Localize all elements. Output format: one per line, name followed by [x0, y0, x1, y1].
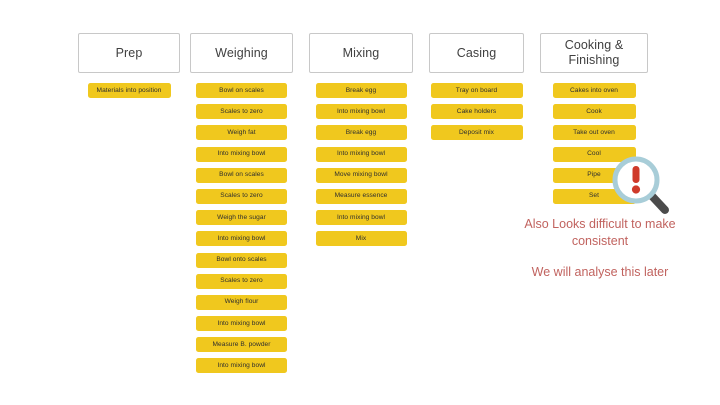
process-card[interactable]: Scales to zero — [196, 273, 287, 289]
process-card[interactable]: Weigh flour — [196, 294, 287, 310]
column-header-label: Casing — [456, 45, 497, 60]
process-card[interactable]: Scales to zero — [196, 188, 287, 204]
process-card[interactable]: Set — [552, 188, 636, 204]
column-header-label: Cooking & Finishing — [565, 38, 624, 68]
process-card[interactable]: Into mixing bowl — [315, 104, 407, 120]
column-prep: Prep Materials into position — [78, 33, 180, 98]
process-card[interactable]: Mix — [315, 231, 407, 247]
magnifier-alert-icon — [611, 155, 673, 217]
column-header-casing: Casing — [429, 33, 524, 73]
process-card[interactable]: Bowl on scales — [196, 83, 287, 98]
column-header-line-1: Cooking & — [564, 38, 624, 52]
process-card[interactable]: Move mixing bowl — [315, 167, 407, 183]
column-weighing: Weighing Bowl on scales Scales to zero W… — [190, 33, 293, 374]
process-card[interactable]: Scales to zero — [196, 104, 287, 120]
process-card[interactable]: Bowl onto scales — [196, 252, 287, 268]
process-card[interactable]: Into mixing bowl — [196, 146, 287, 162]
process-card[interactable]: Weigh the sugar — [196, 210, 287, 226]
column-cooking-finishing: Cooking & Finishing Cakes into oven Cook… — [540, 33, 648, 204]
column-casing: Casing Tray on board Cake holders Deposi… — [429, 33, 524, 141]
process-card[interactable]: Measure essence — [315, 188, 407, 204]
column-header-cooking-finishing: Cooking & Finishing — [540, 33, 648, 73]
process-card[interactable]: Cool — [552, 146, 636, 162]
card-list-casing: Tray on board Cake holders Deposit mix — [429, 83, 524, 141]
process-card[interactable]: Weigh fat — [196, 125, 287, 141]
column-header-label: Prep — [115, 45, 143, 60]
column-header-label: Mixing — [342, 45, 380, 60]
process-card[interactable]: Materials into position — [87, 83, 171, 98]
process-card[interactable]: Into mixing bowl — [196, 316, 287, 332]
process-card[interactable]: Cake holders — [430, 104, 523, 120]
process-card[interactable]: Cook — [552, 104, 636, 120]
annotation-paragraph-1: Also Looks difficult to make consistent — [524, 217, 676, 248]
column-header-mixing: Mixing — [309, 33, 413, 73]
process-card[interactable]: Take out oven — [552, 125, 636, 141]
process-card[interactable]: Into mixing bowl — [196, 358, 287, 374]
card-list-mixing: Break egg Into mixing bowl Break egg Int… — [309, 83, 413, 247]
process-card[interactable]: Measure B. powder — [196, 337, 287, 353]
process-card[interactable]: Break egg — [315, 83, 407, 98]
column-mixing: Mixing Break egg Into mixing bowl Break … — [309, 33, 413, 247]
process-card[interactable]: Cakes into oven — [552, 83, 636, 98]
card-list-weighing: Bowl on scales Scales to zero Weigh fat … — [190, 83, 293, 374]
annotation-paragraph-2: We will analyse this later — [531, 265, 669, 279]
column-header-label: Weighing — [215, 45, 268, 60]
process-card[interactable]: Into mixing bowl — [315, 210, 407, 226]
process-card[interactable]: Into mixing bowl — [315, 146, 407, 162]
process-card[interactable]: Deposit mix — [430, 125, 523, 141]
column-header-line-2: Finishing — [568, 53, 620, 67]
process-card[interactable]: Tray on board — [430, 83, 523, 98]
annotation-text: Also Looks difficult to make consistent … — [520, 216, 680, 281]
column-header-prep: Prep — [78, 33, 180, 73]
process-card[interactable]: Into mixing bowl — [196, 231, 287, 247]
process-card[interactable]: Bowl on scales — [196, 167, 287, 183]
process-card[interactable]: Break egg — [315, 125, 407, 141]
card-list-prep: Materials into position — [78, 83, 180, 98]
column-header-weighing: Weighing — [190, 33, 293, 73]
